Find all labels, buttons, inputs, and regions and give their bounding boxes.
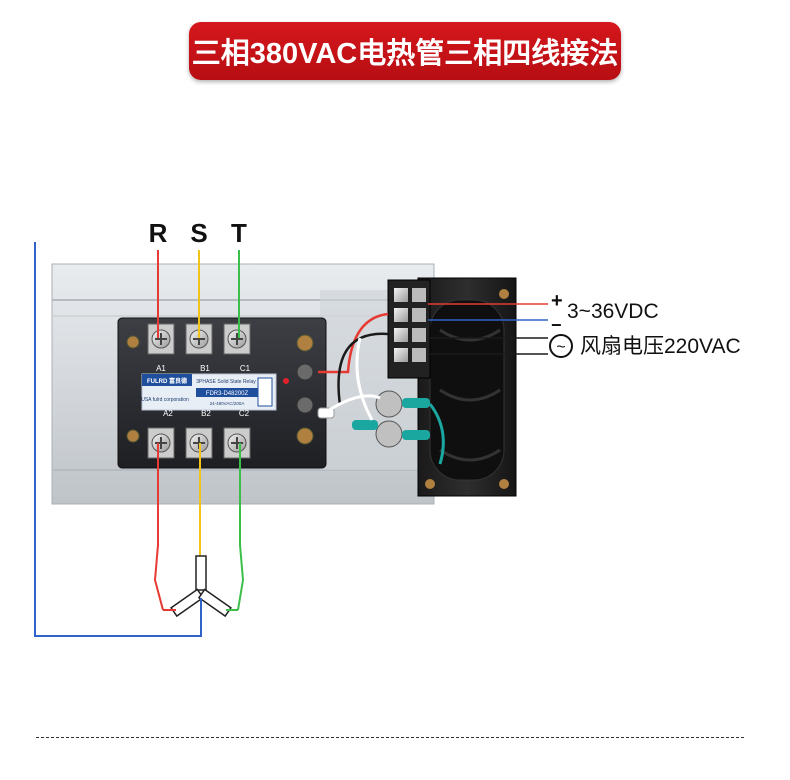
control-wire-negative	[337, 332, 389, 406]
terminal-a2	[147, 427, 175, 459]
terminal-c2	[223, 427, 251, 459]
neutral-wire	[34, 242, 202, 637]
thermostat-switches	[317, 390, 430, 448]
cooling-fan	[417, 277, 517, 497]
control-wire-positive	[318, 312, 389, 374]
wire-t-output	[237, 443, 245, 611]
label-c1: C1	[240, 364, 251, 373]
title-banner: 三相380VAC电热管三相四线接法	[189, 22, 621, 80]
dc-plus-sign: +	[551, 290, 563, 312]
ac-symbol: ~	[556, 339, 565, 356]
fan-wire-white	[325, 394, 381, 414]
ac-symbol-circle	[549, 334, 573, 358]
dc-voltage-label: 3~36VDC	[567, 300, 659, 323]
label-b1: B1	[200, 364, 210, 373]
phase-label-r: R	[149, 218, 168, 248]
relay-rating: 24-480VAC/200A	[210, 401, 245, 406]
terminal-block	[387, 279, 431, 379]
label-a2: A2	[163, 409, 173, 418]
terminal-a1	[147, 323, 175, 355]
wire-r-output	[153, 443, 164, 611]
phase-label-s: S	[190, 218, 207, 248]
phase-label-t: T	[231, 218, 247, 248]
dc-minus-sign: −	[551, 315, 562, 335]
heater-star-connection	[163, 555, 238, 618]
divider-dashed-line	[36, 737, 744, 738]
relay-type-text: 3PHASE Solid State Relay	[196, 379, 256, 385]
terminal-c1	[223, 323, 251, 355]
relay-brand: FULRD 富良德	[147, 377, 187, 385]
relay-corp: USA fulrd corporation	[141, 397, 189, 403]
label-b2: B2	[201, 409, 211, 418]
label-a1: A1	[156, 364, 166, 373]
fan-voltage-label: 风扇电压220VAC	[580, 335, 741, 358]
fan-wire-white-2	[355, 337, 374, 421]
solid-state-relay: A1 B1 C1 FULRD 富良德 3PHASE Solid State Re…	[117, 317, 327, 469]
label-c2: C2	[239, 409, 250, 418]
relay-model: FDR3-D48200Z	[206, 391, 249, 397]
